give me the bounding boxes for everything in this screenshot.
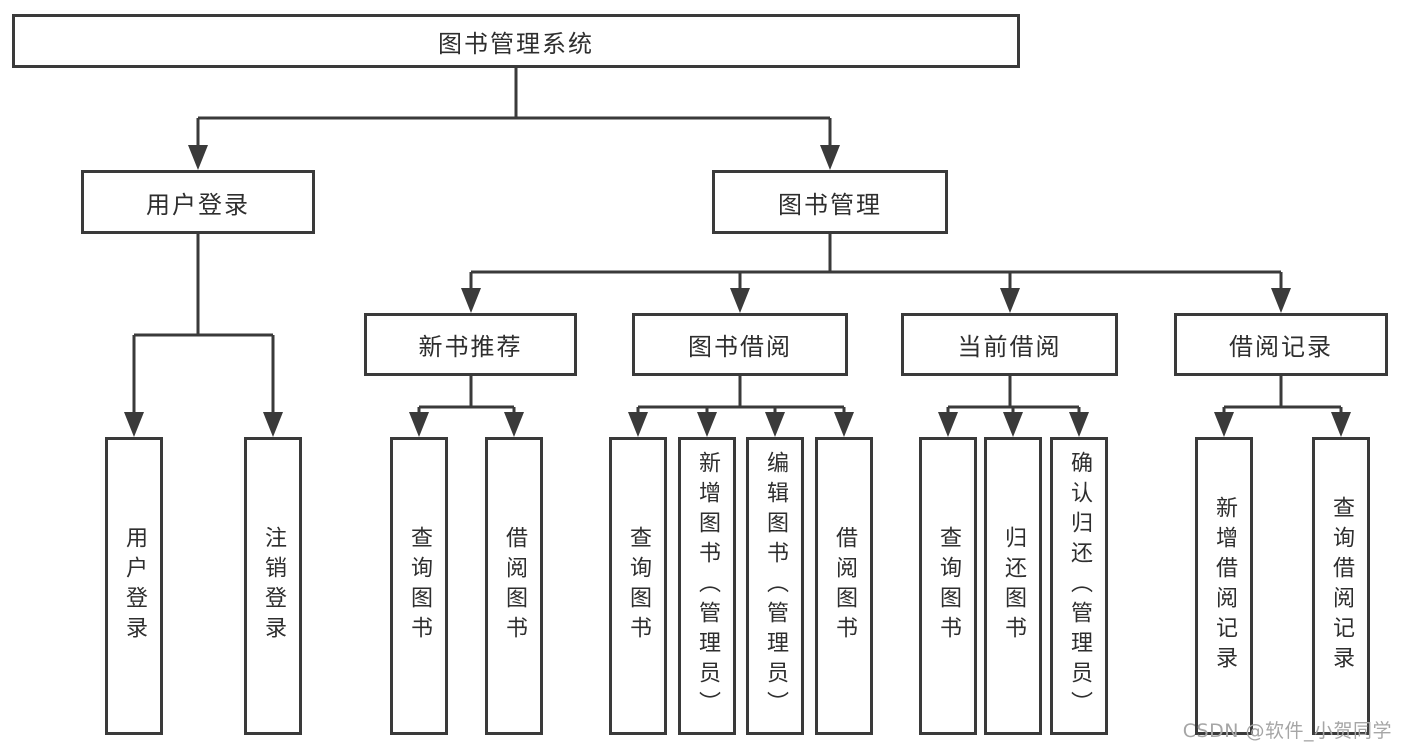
arrow-down-icon <box>1003 407 1023 437</box>
leaf-bb-query-book-label: 查询图书 <box>626 526 651 646</box>
leaf-cb-return-book: 归还图书 <box>984 437 1042 735</box>
arrow-down-icon <box>697 407 717 437</box>
leaf-nb-borrow-book: 借阅图书 <box>485 437 543 735</box>
arrow-down-icon <box>504 407 524 437</box>
arrow-down-icon <box>188 118 208 170</box>
arrow-down-icon <box>263 335 283 437</box>
leaf-nb-borrow-book-label: 借阅图书 <box>502 526 527 646</box>
leaf-br-query-record: 查询借阅记录 <box>1312 437 1370 735</box>
node-borrow-records: 借阅记录 <box>1174 313 1388 376</box>
connector-stems <box>134 68 1341 409</box>
arrow-down-icon <box>1000 272 1020 313</box>
stem-root <box>198 68 830 120</box>
arrow-down-icon <box>1214 407 1234 437</box>
stem-book-borrow <box>638 376 844 409</box>
node-root-label: 图书管理系统 <box>438 29 594 58</box>
connector-arrows <box>124 118 1351 437</box>
watermark: CSDN @软件_小贺同学 <box>1182 720 1392 742</box>
arrow-down-icon <box>628 407 648 437</box>
arrow-down-icon <box>834 407 854 437</box>
stem-book-management <box>471 234 1281 274</box>
arrow-down-icon <box>765 407 785 437</box>
node-new-book-recommend-label: 新书推荐 <box>418 333 523 361</box>
leaf-bb-add-book-label: 新增图书（管理员） <box>695 451 720 721</box>
leaf-br-query-record-label: 查询借阅记录 <box>1329 496 1354 676</box>
leaf-user-login: 用户登录 <box>105 437 163 735</box>
stem-new-book <box>419 376 514 409</box>
arrow-down-icon <box>820 118 840 170</box>
arrow-down-icon <box>1331 407 1351 437</box>
leaf-bb-query-book: 查询图书 <box>609 437 667 735</box>
arrow-down-icon <box>409 407 429 437</box>
leaf-bb-borrow-book-label: 借阅图书 <box>832 526 857 646</box>
leaf-cb-return-book-label: 归还图书 <box>1001 526 1026 646</box>
leaf-user-login-label: 用户登录 <box>122 526 147 646</box>
leaf-bb-add-book: 新增图书（管理员） <box>678 437 736 735</box>
arrow-down-icon <box>1069 407 1089 437</box>
node-current-borrow-label: 当前借阅 <box>957 333 1062 361</box>
stem-user-login <box>134 234 273 337</box>
node-book-borrow: 图书借阅 <box>632 313 848 376</box>
leaf-cb-confirm-return-label: 确认归还（管理员） <box>1067 451 1092 721</box>
leaf-nb-query-book: 查询图书 <box>390 437 448 735</box>
arrow-down-icon <box>1271 272 1291 313</box>
node-book-management-label: 图书管理 <box>778 190 882 219</box>
node-book-management: 图书管理 <box>712 170 948 234</box>
leaf-bb-edit-book-label: 编辑图书（管理员） <box>763 451 788 721</box>
arrow-down-icon <box>124 335 144 437</box>
leaf-nb-query-book-label: 查询图书 <box>407 526 432 646</box>
stem-current-borrow <box>948 376 1079 409</box>
arrow-down-icon <box>461 272 481 313</box>
arrow-down-icon <box>938 407 958 437</box>
node-user-login: 用户登录 <box>81 170 315 234</box>
leaf-cb-confirm-return: 确认归还（管理员） <box>1050 437 1108 735</box>
node-book-borrow-label: 图书借阅 <box>688 333 792 361</box>
leaf-bb-borrow-book: 借阅图书 <box>815 437 873 735</box>
node-new-book-recommend: 新书推荐 <box>364 313 577 376</box>
arrow-down-icon <box>730 272 750 313</box>
node-current-borrow: 当前借阅 <box>901 313 1118 376</box>
leaf-cb-query-book-label: 查询图书 <box>936 526 961 646</box>
node-user-login-label: 用户登录 <box>146 190 250 219</box>
stem-borrow-records <box>1224 376 1341 409</box>
leaf-bb-edit-book: 编辑图书（管理员） <box>746 437 804 735</box>
leaf-br-add-record: 新增借阅记录 <box>1195 437 1253 735</box>
node-root: 图书管理系统 <box>12 14 1020 68</box>
leaf-cb-query-book: 查询图书 <box>919 437 977 735</box>
leaf-logout-label: 注销登录 <box>261 526 286 646</box>
leaf-br-add-record-label: 新增借阅记录 <box>1212 496 1237 676</box>
leaf-logout: 注销登录 <box>244 437 302 735</box>
node-borrow-records-label: 借阅记录 <box>1229 333 1333 361</box>
